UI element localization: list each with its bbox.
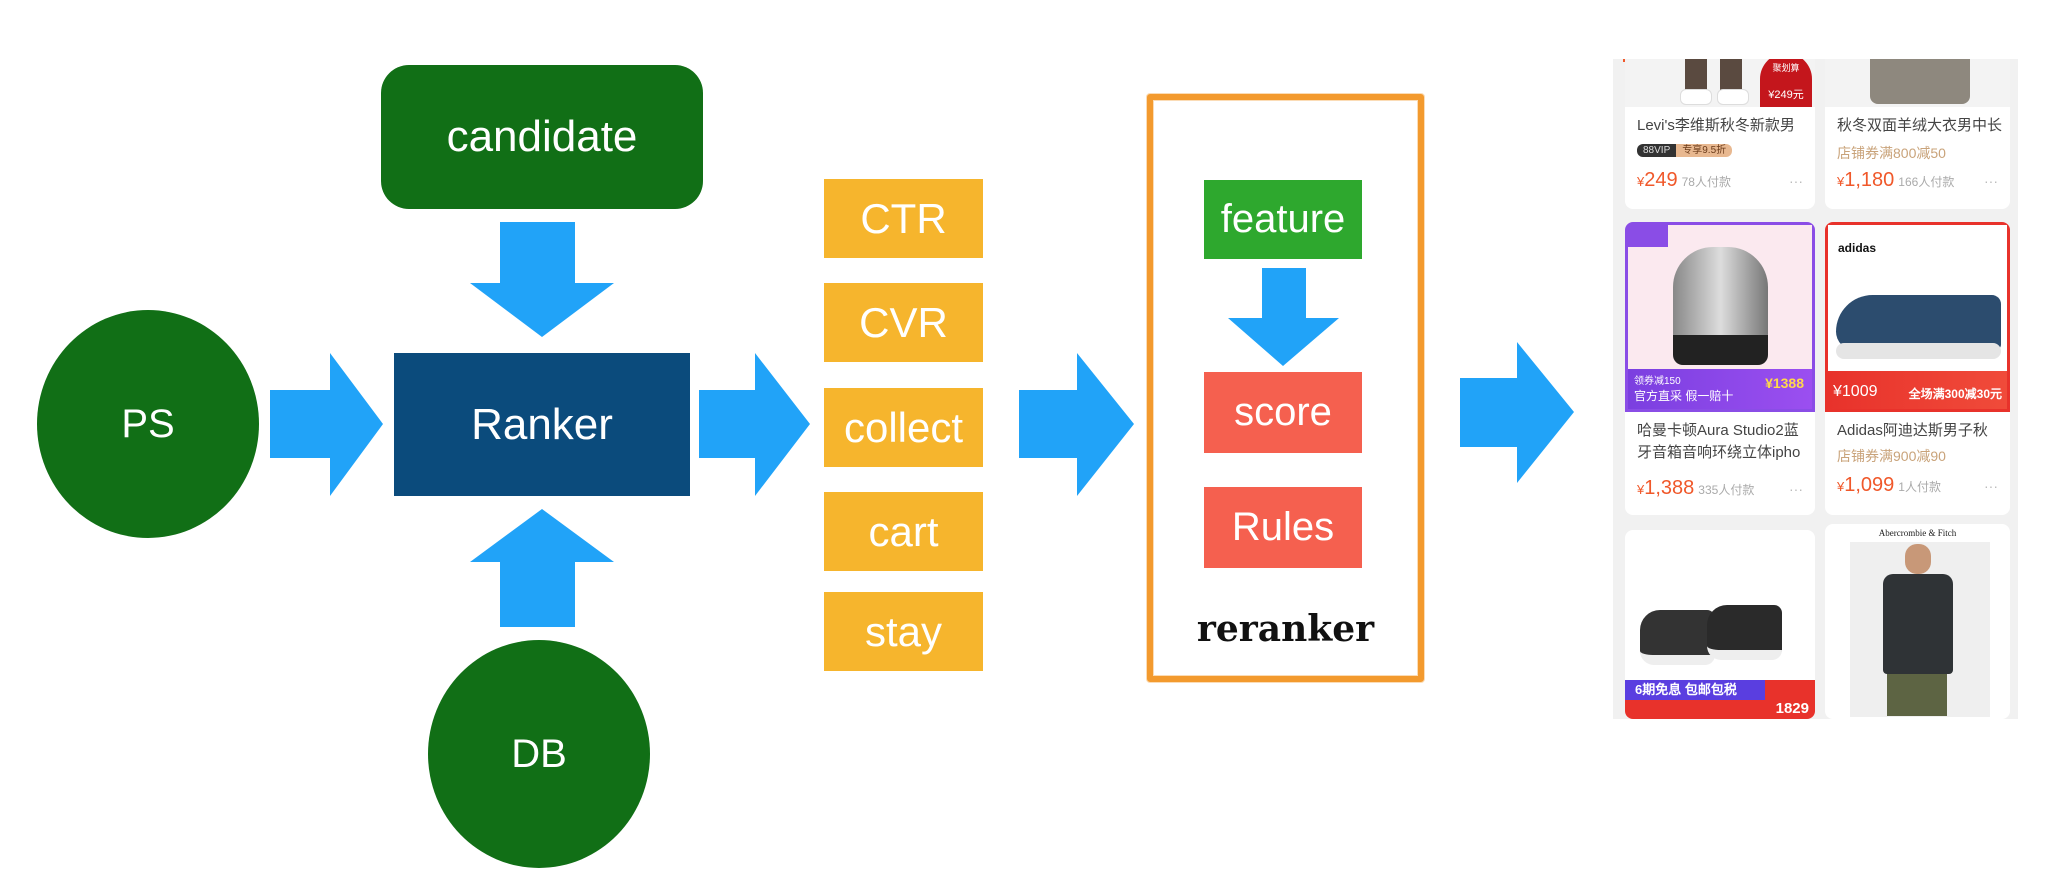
metric-label: collect	[843, 403, 964, 451]
product-image: adidas ¥1009 全场满300减30元	[1825, 222, 2010, 412]
metric-cvr: CVR	[824, 283, 983, 362]
arrow-metrics-to-reranker	[1019, 353, 1134, 496]
sold-count: 166人付款	[1898, 175, 1955, 189]
overlay-price: ¥1009	[1833, 383, 1878, 400]
rules-label: Rules	[1231, 505, 1335, 549]
product-promo: 店铺券满900减90	[1837, 448, 1946, 464]
brand-logo: adidas	[1838, 241, 1877, 255]
vip-discount: 专享9.5折	[1676, 144, 1733, 157]
sold-count: 78人付款	[1681, 175, 1731, 189]
product-card[interactable]: 领券减150 官方直采 假一赔十 ¥1388 哈曼卡顿Aura Studio2蓝…	[1625, 222, 1815, 515]
product-title: 秋冬双面羊绒大衣男中长	[1837, 117, 2003, 134]
product-promo: 店铺券满800减50	[1837, 145, 1946, 161]
reranker-container	[1147, 94, 1424, 682]
overlay-price: ¥1388	[1765, 375, 1804, 391]
product-title: Adidas阿迪达斯男子秋	[1837, 422, 1988, 439]
arrow-ranker-to-metrics	[699, 353, 810, 496]
candidate-label: candidate	[446, 112, 638, 161]
juhuasuan-badge: 聚划算 ¥249元	[1760, 59, 1812, 107]
promo-overlay: 领券减150 官方直采 假一赔十 ¥1388	[1628, 369, 1812, 409]
sold-count: 1人付款	[1898, 480, 1941, 494]
price-value: 1,388	[1644, 477, 1695, 499]
more-icon[interactable]: ···	[1789, 173, 1803, 189]
metric-collect: collect	[824, 388, 983, 467]
metric-ctr: CTR	[824, 179, 983, 258]
metric-cart: cart	[824, 492, 983, 571]
metric-label: CTR	[860, 194, 947, 242]
candidate-node: candidate	[381, 65, 703, 209]
db-label: DB	[511, 731, 567, 776]
more-icon[interactable]: ···	[1984, 478, 1998, 494]
product-card[interactable]: adidas ¥1009 全场满300减30元 Adidas阿迪达斯男子秋 店铺…	[1825, 222, 2010, 515]
brand-logo: Abercrombie & Fitch	[1878, 528, 1957, 538]
feature-label: feature	[1220, 197, 1346, 241]
vip-label: 88VIP	[1637, 144, 1677, 157]
metric-label: CVR	[859, 298, 948, 346]
metric-label: cart	[868, 507, 939, 555]
promo-overlay: ¥1009 全场满300减30元	[1828, 371, 2007, 409]
reranker-label: reranker	[1196, 608, 1375, 650]
arrow-db-to-ranker	[470, 509, 614, 627]
price-value: 249	[1644, 169, 1678, 191]
product-image: 领券减150 官方直采 假一赔十 ¥1388	[1625, 222, 1815, 412]
product-image	[1825, 59, 2010, 107]
product-title: 哈曼卡顿Aura Studio2蓝牙音箱音响环绕立体ipho	[1637, 422, 1801, 461]
badge-label: 聚划算	[1772, 63, 1800, 73]
arrow-candidate-to-ranker	[470, 222, 614, 337]
feature-box: feature	[1204, 180, 1362, 259]
db-node: DB	[428, 640, 650, 868]
overlay-price: 1829	[1775, 700, 1809, 717]
ranker-label: Ranker	[471, 399, 613, 449]
ps-node: PS	[37, 310, 259, 538]
promo-overlay: 6期免息 包邮包税 1829	[1625, 680, 1815, 719]
metric-stay: stay	[824, 592, 983, 671]
more-icon[interactable]: ···	[1789, 481, 1803, 497]
arrow-feature-to-score	[1228, 268, 1339, 366]
price-value: 1,180	[1844, 169, 1895, 191]
ps-label: PS	[121, 401, 175, 446]
product-card[interactable]: Abercrombie & Fitch	[1825, 524, 2010, 719]
sold-count: 335人付款	[1698, 483, 1755, 497]
product-card[interactable]: 6期免息 包邮包税 1829	[1625, 530, 1815, 719]
price-value: 1,099	[1844, 474, 1895, 496]
metric-label: stay	[864, 607, 943, 655]
overlay-main: 全场满300减30元	[1908, 387, 2002, 401]
badge-price: ¥249元	[1768, 89, 1804, 101]
overlay-main: 官方直采 假一赔十	[1634, 389, 1734, 403]
product-image: 聚划算 ¥249元	[1625, 59, 1815, 107]
rules-box: Rules	[1204, 487, 1362, 568]
ranker-node: Ranker	[394, 353, 690, 496]
score-label: score	[1234, 390, 1332, 434]
overlay-top: 领券减150	[1634, 376, 1681, 387]
overlay-main: 6期免息 包邮包税	[1625, 680, 1765, 700]
more-icon[interactable]: ···	[1984, 173, 1998, 189]
arrow-ps-to-ranker	[270, 353, 383, 496]
arrow-reranker-to-results	[1460, 342, 1574, 483]
product-title: Levi's李维斯秋冬新款男	[1637, 117, 1795, 134]
score-box: score	[1204, 372, 1362, 453]
